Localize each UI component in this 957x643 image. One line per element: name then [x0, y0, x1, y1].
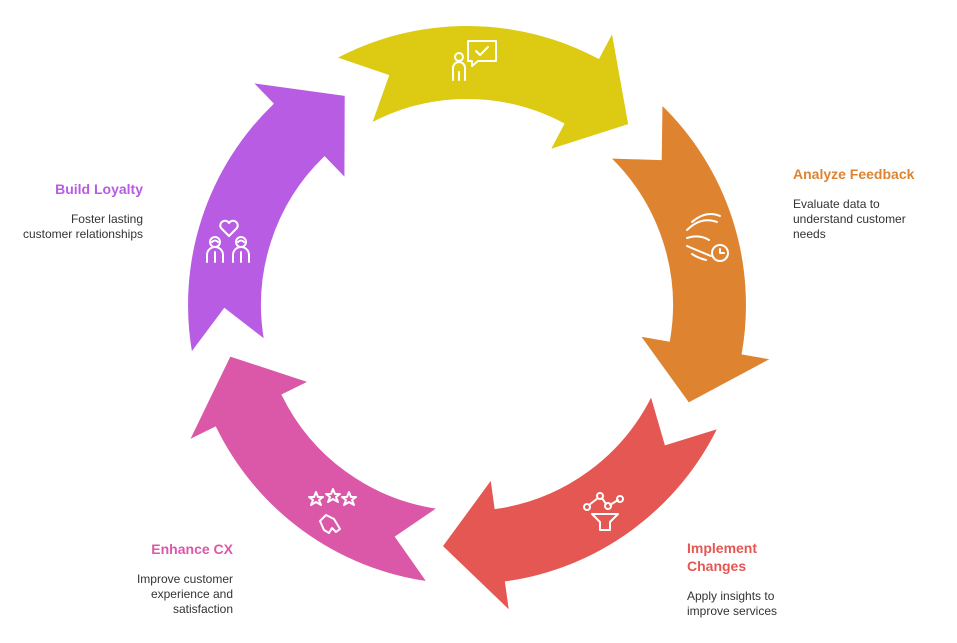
label-enhance-cx: Enhance CX Improve customer experience a… [73, 540, 233, 617]
build-loyalty-title: Build Loyalty [55, 181, 143, 197]
desc-line: needs [793, 227, 826, 241]
label-analyze-feedback: Analyze Feedback Evaluate data to unders… [793, 165, 953, 242]
implement-changes-title: Implement Changes [687, 539, 847, 575]
funnel-network-icon [583, 492, 624, 531]
desc-line: improve services [687, 604, 778, 618]
desc-line: understand customer [793, 212, 906, 226]
cycle-arrow-gather [332, 24, 631, 153]
desc-line: Improve customer [136, 572, 233, 586]
desc-line: customer relationships [22, 227, 143, 241]
wind-clock-icon [686, 213, 729, 262]
cycle-arrow-analyze [606, 101, 776, 405]
enhance-cx-title: Enhance CX [151, 541, 233, 557]
desc-line: experience and [150, 587, 233, 601]
desc-line: satisfaction [172, 602, 233, 616]
title-line: Implement [687, 540, 758, 556]
desc-line: Foster lasting [70, 212, 143, 226]
label-build-loyalty: Build Loyalty Foster lasting customer re… [0, 180, 143, 242]
desc-line: Evaluate data to [793, 197, 880, 211]
cycle-arrow-enhance [186, 354, 442, 584]
stars-hand-icon [308, 488, 357, 534]
build-loyalty-description: Foster lasting customer relationships [0, 212, 143, 242]
analyze-feedback-title: Analyze Feedback [793, 166, 915, 182]
implement-changes-description: Apply insights to improve services [687, 589, 847, 619]
cycle-arrow-implement [440, 392, 721, 615]
analyze-feedback-description: Evaluate data to understand customer nee… [793, 197, 953, 242]
label-implement-changes: Implement Changes Apply insights to impr… [687, 539, 847, 619]
title-line: Changes [687, 558, 747, 574]
enhance-cx-description: Improve customer experience and satisfac… [73, 572, 233, 617]
cycle-arrow-loyalty [186, 80, 347, 357]
heart-people-icon [206, 219, 250, 263]
desc-line: Apply insights to [687, 589, 775, 603]
person-feedback-icon [452, 40, 497, 81]
